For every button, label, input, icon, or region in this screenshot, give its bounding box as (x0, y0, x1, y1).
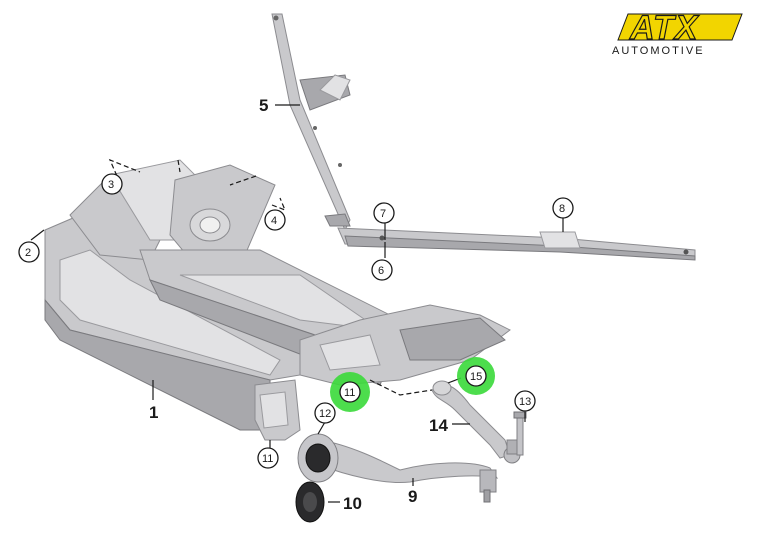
logo-main-text: ATX (629, 9, 700, 47)
atx-logo: ATX AUTOMOTIVE (612, 8, 743, 57)
callout-7: 7 (380, 208, 386, 220)
callout-10: 10 (343, 494, 362, 513)
callout-4-circle (264, 209, 286, 231)
logo-sub-text: AUTOMOTIVE (612, 45, 705, 57)
callout-14: 14 (429, 416, 448, 435)
callout-12-circle (314, 402, 336, 424)
callout-13: 13 (519, 396, 531, 408)
callout-9: 9 (408, 487, 417, 506)
part-5-strut (271, 13, 351, 232)
callout-15: 15 (470, 371, 482, 383)
part-8-brace (324, 213, 696, 261)
callout-11b: 11 (262, 453, 273, 465)
part-13-bolt (513, 411, 527, 456)
part-12-bushing (297, 433, 339, 483)
callout-6-circle (371, 259, 393, 281)
callout-4: 4 (271, 215, 277, 227)
callout-3: 3 (108, 179, 114, 191)
callout-8-circle (552, 197, 574, 219)
callout-13-circle (514, 390, 536, 412)
callout-6: 6 (378, 265, 384, 277)
callout-5: 5 (259, 96, 268, 115)
part-1-subframe (44, 159, 511, 441)
part-14-control-arm (431, 380, 521, 464)
leader-lines (30, 104, 564, 503)
part-9-control-arm (319, 439, 499, 503)
callout-7-circle (373, 202, 395, 224)
callout-8: 8 (559, 203, 565, 215)
callout-2: 2 (25, 247, 31, 259)
callout-12: 12 (319, 408, 331, 420)
callout-1: 1 (149, 403, 158, 422)
callout-3-circle (101, 173, 123, 195)
callout-15-circle (465, 365, 487, 387)
callout-2-circle (18, 241, 40, 263)
callout-11a-circle (339, 381, 361, 403)
callout-11a: 11 (344, 387, 355, 399)
part-10-bushing (295, 481, 325, 523)
callout-11b-circle (257, 447, 279, 469)
